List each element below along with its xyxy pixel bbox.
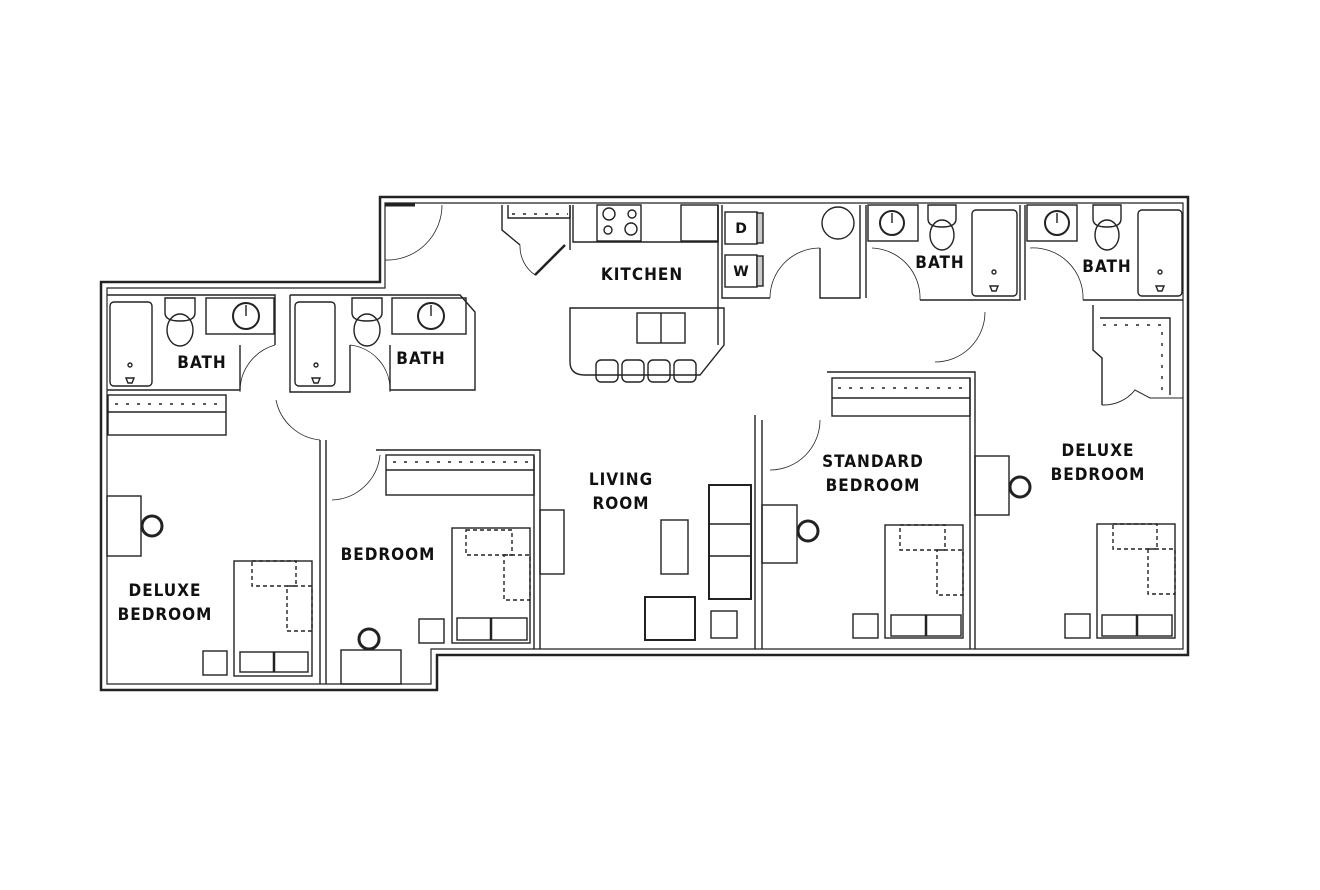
label-living-2: ROOM (592, 494, 649, 514)
label-deluxe-left-2: BEDROOM (118, 605, 213, 625)
laundry (721, 205, 861, 299)
label-bedroom: BEDROOM (341, 545, 436, 565)
bath-3-fixtures (865, 204, 1021, 363)
label-living-1: LIVING (589, 470, 653, 490)
label-deluxe-right-1: DELUXE (1062, 441, 1135, 461)
label-deluxe-left-1: DELUXE (129, 581, 202, 601)
furniture-deluxe-left (106, 495, 313, 677)
furniture-standard (761, 504, 964, 639)
pantry (501, 205, 571, 276)
interior-walls (275, 371, 976, 684)
furniture-bedroom (340, 527, 531, 685)
label-kitchen: KITCHEN (601, 265, 683, 285)
closet-bedroom (385, 454, 535, 496)
label-bath-2: BATH (396, 349, 445, 369)
furniture-deluxe-right (974, 455, 1176, 639)
label-washer: W (733, 264, 748, 280)
label-standard-1: STANDARD (822, 452, 924, 472)
kitchen-fixtures (569, 204, 725, 383)
bath-4-fixtures (1024, 204, 1183, 301)
closet-left (107, 394, 227, 436)
label-bath-3: BATH (915, 253, 964, 273)
closet-right (1092, 305, 1183, 406)
label-dryer: D (735, 221, 747, 237)
closet-standard (831, 377, 971, 417)
furniture-living (539, 484, 752, 641)
bath-1-fixtures (107, 294, 276, 393)
label-deluxe-right-2: BEDROOM (1051, 465, 1146, 485)
label-bath-4: BATH (1082, 257, 1131, 277)
bath-2-fixtures (289, 294, 476, 393)
label-standard-2: BEDROOM (826, 476, 921, 496)
outer-walls (99, 195, 1190, 692)
entry-door (379, 203, 443, 282)
label-bath-1: BATH (177, 353, 226, 373)
